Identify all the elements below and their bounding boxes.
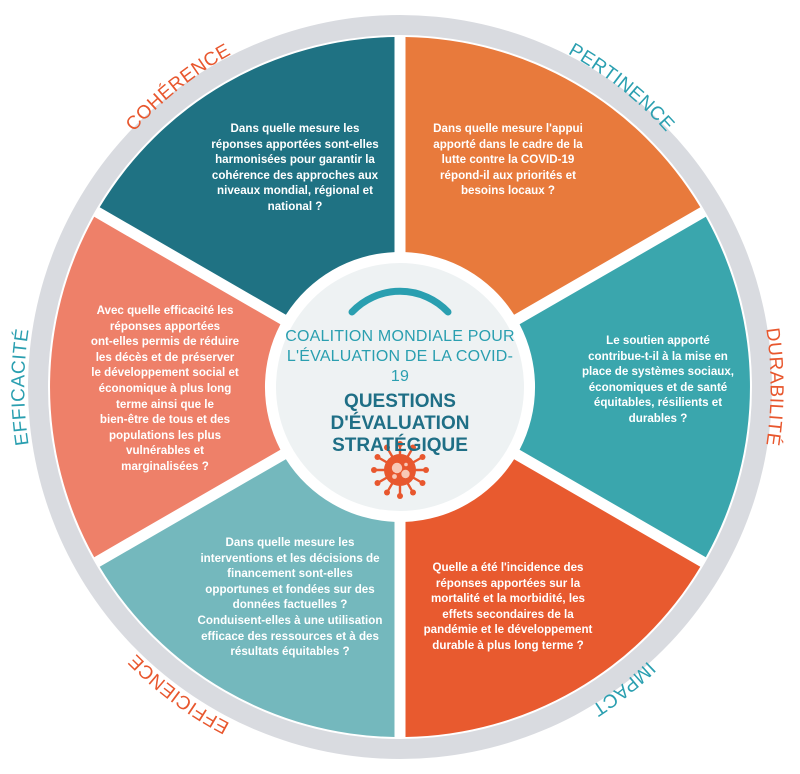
virus-spike-tip	[419, 454, 426, 460]
virus-spike	[406, 481, 414, 492]
virus-spike-tip	[397, 441, 403, 447]
segment-efficacite	[99, 37, 395, 315]
virus-spike	[406, 448, 414, 459]
virus-icon	[371, 441, 429, 499]
center-disc-inner	[276, 263, 524, 511]
virus-spike-tip	[374, 454, 381, 460]
virus-spike-tip	[419, 480, 426, 486]
virus-spike-tip	[423, 467, 429, 473]
virus-spike-tip	[397, 493, 403, 499]
segment-efficience	[50, 216, 281, 558]
impact-question: Quelle a été l'incidence des réponses ap…	[423, 561, 593, 652]
center-title-1: QUESTIONS D'ÉVALUATION	[330, 391, 470, 434]
center-line-1: COALITION MONDIALE POUR	[285, 328, 515, 345]
virus-spike	[386, 448, 394, 459]
virus-spike-tip	[384, 444, 390, 451]
center-text: COALITION MONDIALE POUR L'ÉVALUATION DE …	[282, 327, 518, 457]
virus-spike-tip	[371, 467, 377, 473]
virus-spike-tip	[374, 480, 381, 486]
virus-spike	[386, 481, 394, 492]
center-arc	[348, 287, 452, 316]
durabilite-question: Le soutien apporté contribue-t-il à la m…	[581, 334, 735, 425]
segments-group	[50, 37, 750, 737]
virus-spike	[378, 476, 389, 484]
label-efficacite: EFFICACITÉ	[8, 327, 33, 447]
segment-impact	[99, 459, 395, 737]
virus-spike	[378, 456, 389, 464]
efficience-question: Dans quelle mesure les interventions et …	[197, 536, 383, 659]
efficacite-question: Avec quelle efficacité les réponses appo…	[90, 304, 240, 473]
virus-spike-tip	[384, 489, 390, 496]
center-title-2: STRATÉGIQUE	[332, 435, 468, 456]
pertinence-question: Dans quelle mesure l'appui apporté dans …	[433, 122, 583, 198]
virus-spike-tip	[410, 444, 416, 451]
segment-durabilite	[405, 459, 701, 737]
coherence-question: Dans quelle mesure les réponses apportée…	[211, 122, 379, 213]
center-line-2: L'ÉVALUATION DE LA COVID-19	[286, 348, 514, 385]
segment-pertinence	[519, 216, 750, 558]
virus-spike	[411, 476, 422, 484]
virus-spike-tip	[410, 489, 416, 496]
segment-coherence	[405, 37, 701, 315]
virus-spike	[411, 456, 422, 464]
